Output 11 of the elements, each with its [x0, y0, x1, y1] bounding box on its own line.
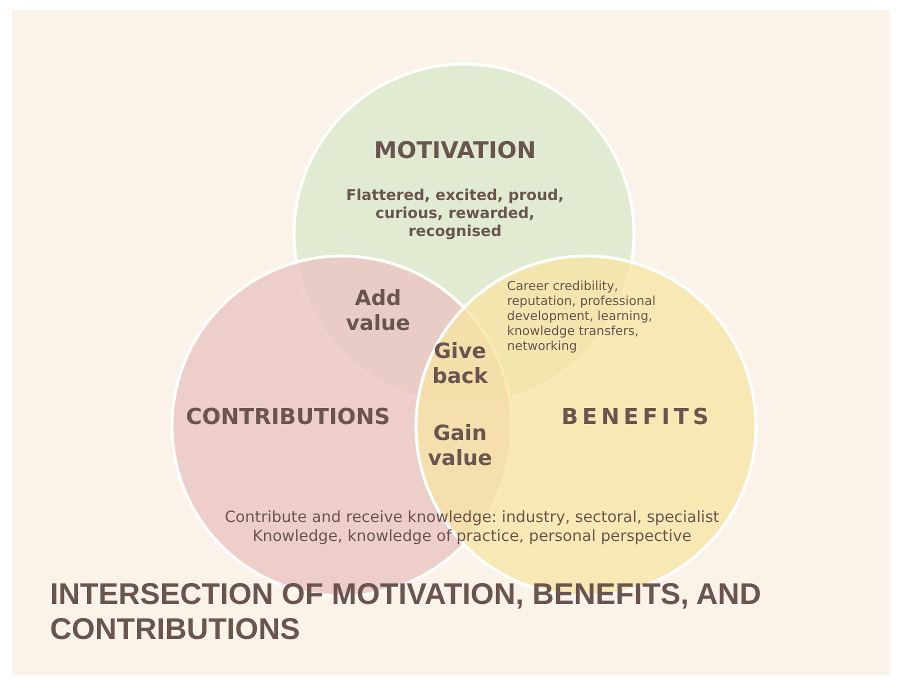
circle-description: Career credibility, reputation, professional development, learning, knowledge transfers, networking [507, 278, 657, 353]
note-text: Contribute and receive knowledge: industry, sectoral, specialist [224, 508, 720, 527]
overlap-label: Gain value [426, 421, 494, 472]
circle-title: BENEFITS [560, 405, 714, 432]
circle-title: MOTIVATION [373, 138, 537, 166]
overlap-label: Add value [344, 286, 412, 336]
diagram-title: INTERSECTION OF MOTIVATION, BENEFITS, AND CONTRIBUTIONS [50, 578, 762, 647]
note-text: Knowledge, knowledge of practice, personal perspective [251, 527, 693, 546]
overlap-label: Give back [431, 339, 489, 390]
circle-description: Flattered, excited, proud, curious, rewarded, recognised [345, 186, 565, 240]
circle-title: CONTRIBUTIONS [184, 405, 392, 432]
